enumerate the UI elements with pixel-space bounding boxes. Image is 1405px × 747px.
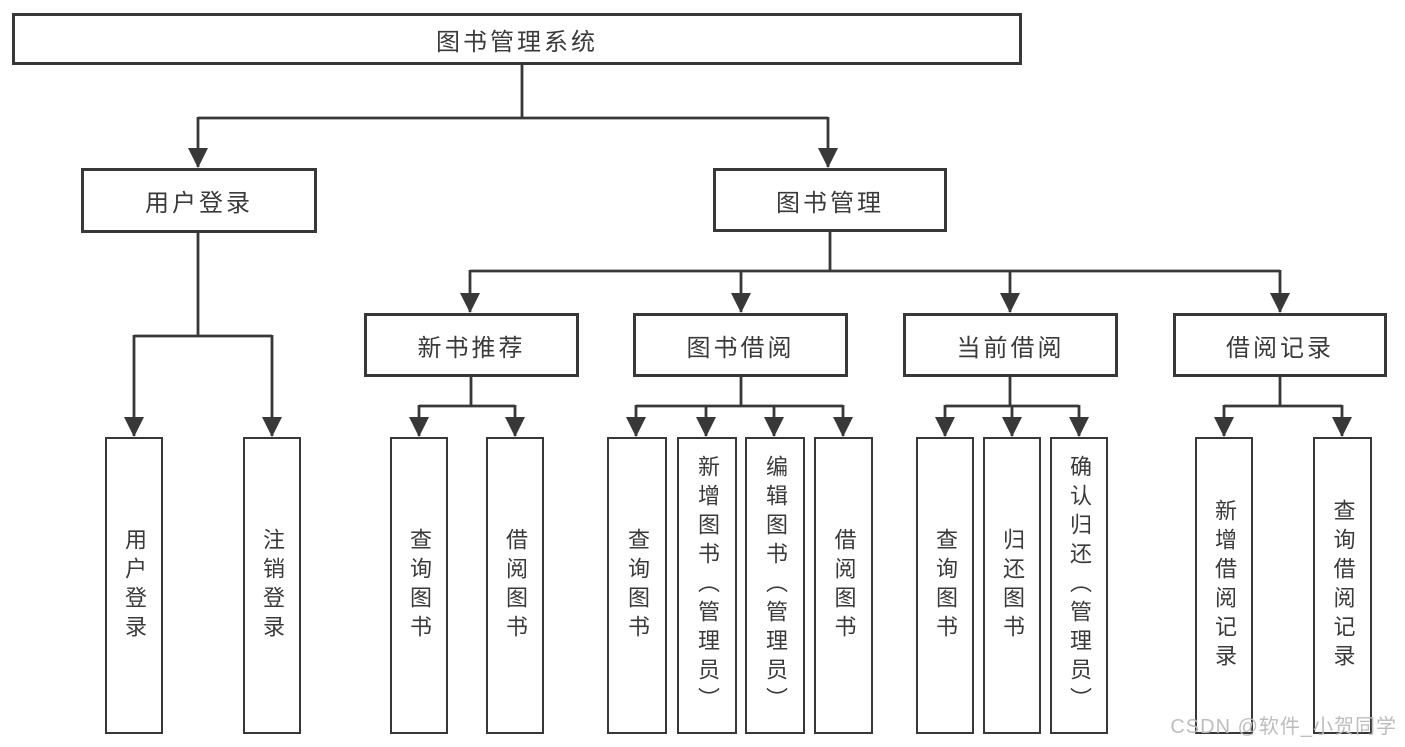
node-current-borrowing: 当前借阅 bbox=[903, 313, 1118, 377]
leaf-query-books-current: 查询图书 bbox=[916, 437, 974, 734]
leaf-query-books-borrow: 查询图书 bbox=[607, 437, 667, 734]
leaf-borrow-books: 借阅图书 bbox=[814, 437, 873, 734]
leaf-query-borrowing-record: 查询借阅记录 bbox=[1313, 437, 1372, 734]
leaf-confirm-return-admin: 确认归还（管理员） bbox=[1050, 437, 1108, 734]
node-new-book-recommendation: 新书推荐 bbox=[364, 313, 579, 377]
leaf-user-login: 用户登录 bbox=[105, 437, 163, 734]
node-borrowing-records: 借阅记录 bbox=[1173, 313, 1387, 377]
leaf-borrow-books-recommend: 借阅图书 bbox=[486, 437, 544, 734]
leaf-query-books-recommend: 查询图书 bbox=[390, 437, 448, 734]
leaf-logout-login: 注销登录 bbox=[243, 437, 301, 734]
node-library-management-system: 图书管理系统 bbox=[12, 13, 1022, 65]
leaf-return-books: 归还图书 bbox=[983, 437, 1041, 734]
leaf-edit-book-admin: 编辑图书（管理员） bbox=[745, 437, 805, 734]
csdn-watermark: CSDN @软件_小贺同学 bbox=[1170, 716, 1397, 738]
leaf-add-book-admin: 新增图书（管理员） bbox=[677, 437, 737, 734]
node-user-login: 用户登录 bbox=[81, 168, 317, 233]
node-book-management: 图书管理 bbox=[713, 168, 947, 232]
node-book-borrowing: 图书借阅 bbox=[633, 313, 848, 377]
leaf-add-borrowing-record: 新增借阅记录 bbox=[1195, 437, 1253, 734]
